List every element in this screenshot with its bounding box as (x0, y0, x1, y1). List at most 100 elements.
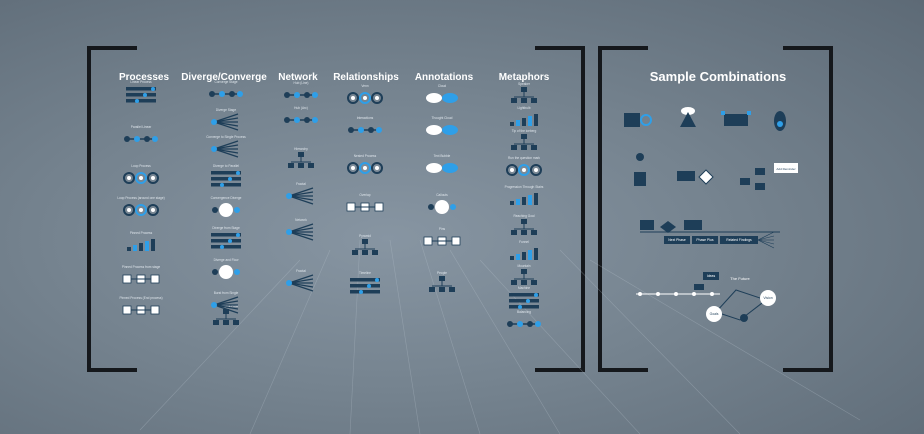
item-label: Pins (438, 227, 446, 231)
item-label: Hierarchy (294, 147, 308, 151)
speaker-icon (511, 87, 537, 103)
hub-arc-icon (284, 117, 318, 123)
sample-bucket-icon (634, 172, 646, 186)
item-label: Callouts (436, 193, 448, 197)
item-label: Loop Process (around one stage) (117, 196, 165, 200)
flow-fan-4 (757, 239, 775, 249)
label-vision: Vision (763, 296, 772, 300)
sample-box-icon (724, 114, 748, 126)
hierarchy-icon (288, 152, 314, 168)
pinned-end-icon (122, 305, 160, 315)
timeline-node-4 (710, 292, 714, 296)
funnel-icon (510, 248, 538, 260)
item-label: Progression Through Stairs (504, 185, 544, 189)
venn-icon (347, 92, 383, 104)
sample-dot-a (721, 111, 725, 115)
sample-node-top (636, 153, 644, 161)
sample-dot-b (747, 111, 751, 115)
timeline-icon (350, 278, 380, 294)
sample-note-card (774, 163, 798, 173)
label-phase-plus: Phase Plus (696, 238, 713, 242)
sample-tree-b (755, 183, 765, 190)
callouts-icon (428, 200, 456, 214)
flow-step-2 (692, 236, 718, 244)
item-label: Tip of the iceberg (511, 129, 537, 133)
left-bracket-main (87, 46, 137, 372)
header-annotations: Annotations (414, 72, 474, 83)
item-label: Diverge and Flow (213, 258, 239, 262)
header-diverge-converge: Diverge/Converge (181, 72, 267, 83)
interactions-icon (348, 127, 382, 133)
light-ray-0 (139, 259, 301, 431)
item-label: Reaching Goal (513, 214, 535, 218)
question-mark-icon (506, 164, 542, 176)
cloud-icon (426, 93, 458, 103)
label-next-phase: Next Phase (668, 238, 686, 242)
label-the-future: The Future (730, 276, 750, 281)
flow-start (640, 220, 654, 230)
thought-cloud-icon (426, 125, 458, 135)
flow-fan-3 (757, 239, 775, 245)
item-label: Pinned Process (129, 231, 153, 235)
fractal-icon (286, 187, 314, 205)
item-label: Diverge from Stage (212, 226, 240, 230)
node-center (740, 314, 748, 322)
item-label: Convergence Diverge (210, 196, 242, 200)
timeline-node-3 (692, 292, 696, 296)
nested-process-icon (347, 162, 383, 174)
item-label: Funnel (519, 240, 529, 244)
light-ray-2 (349, 239, 361, 434)
convergence-diverge-icon (212, 203, 240, 217)
light-ray-1 (249, 249, 331, 434)
pinned-process-icon (127, 239, 155, 251)
item-label: Machine (517, 286, 531, 290)
item-label: Balancing (517, 310, 531, 314)
timeline-node-2 (674, 292, 678, 296)
light-rays (139, 239, 861, 434)
flow-fan-1 (757, 235, 775, 241)
sample-target-center (777, 121, 783, 127)
stairs-icon (510, 193, 538, 205)
flow-step-1 (664, 236, 690, 244)
pinned-from-stage-icon (122, 274, 160, 284)
right-bracket-samples (783, 46, 833, 372)
right-bracket-main (535, 46, 585, 372)
item-label: Overlap (359, 193, 371, 197)
label-ideas: Ideas (707, 274, 716, 278)
converge-stage-icon (209, 91, 243, 97)
item-label: Hub (Arc) (294, 106, 308, 110)
label-note: Add Reminder (776, 167, 795, 171)
timeline-node-0 (638, 292, 642, 296)
item-label: Converge Stage (214, 80, 238, 84)
machine-icon (509, 293, 539, 309)
item-label: Loop Process (131, 164, 151, 168)
light-ray-5 (449, 249, 561, 434)
diverge-from-stage-icon (211, 233, 241, 249)
item-label: Nested Process (353, 154, 377, 158)
left-bracket-samples (598, 46, 648, 372)
item-label: Thought Cloud (431, 116, 453, 120)
item-label: Converge to Single Process (206, 135, 246, 139)
hub-line-icon (284, 92, 318, 98)
timeline-card-b (694, 284, 704, 290)
item-label: Pyramid (359, 234, 371, 238)
header-metaphors: Metaphors (498, 72, 550, 83)
lightbulb-icon (510, 114, 538, 126)
flow-fan-0 (757, 231, 775, 241)
goal-icon (511, 219, 537, 235)
timeline-node-1 (656, 292, 660, 296)
text-bubble-icon (426, 163, 458, 173)
item-label: Fractal (296, 269, 306, 273)
mountain-icon (511, 269, 537, 285)
sample-decision-icon (698, 169, 714, 185)
sample-tree-root (740, 178, 750, 185)
header-network: Network (278, 72, 318, 83)
network-icon (286, 223, 314, 241)
node-goals (706, 306, 722, 322)
item-label: Timeline (359, 271, 371, 275)
item-label: People (437, 271, 447, 275)
header-relationships: Relationships (333, 72, 399, 83)
